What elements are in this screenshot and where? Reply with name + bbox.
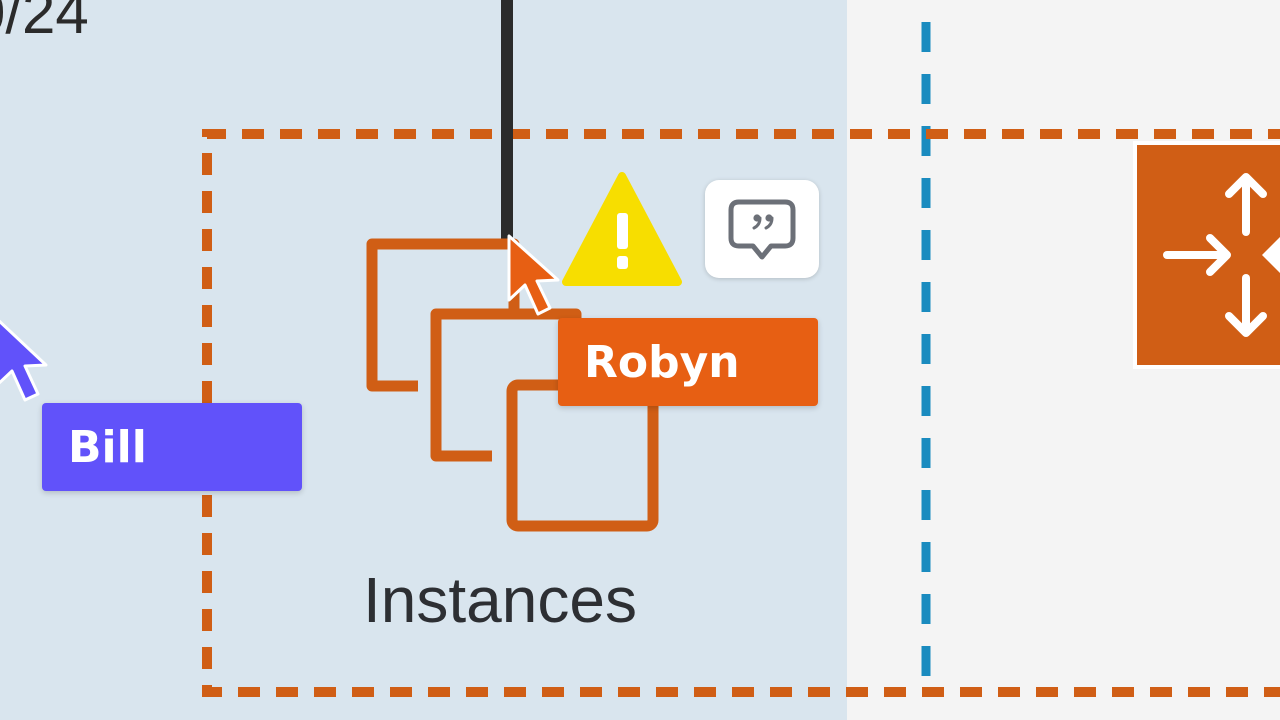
subnet-cidr-label: 0/24: [0, 0, 89, 46]
instances-label: Instances: [363, 564, 637, 636]
collaborator-tag-robyn: Robyn: [558, 318, 818, 406]
warning-icon: [562, 172, 682, 286]
instance-square-front: [506, 379, 659, 532]
collaborator-tag-bill: Bill: [42, 403, 302, 491]
comment-button[interactable]: [705, 180, 819, 278]
router-icon: [1133, 141, 1280, 369]
robyn-cursor-icon: [507, 234, 560, 316]
security-group-boundary: [202, 129, 1280, 697]
comment-icon: [728, 199, 796, 260]
bill-cursor-icon: [0, 319, 48, 402]
